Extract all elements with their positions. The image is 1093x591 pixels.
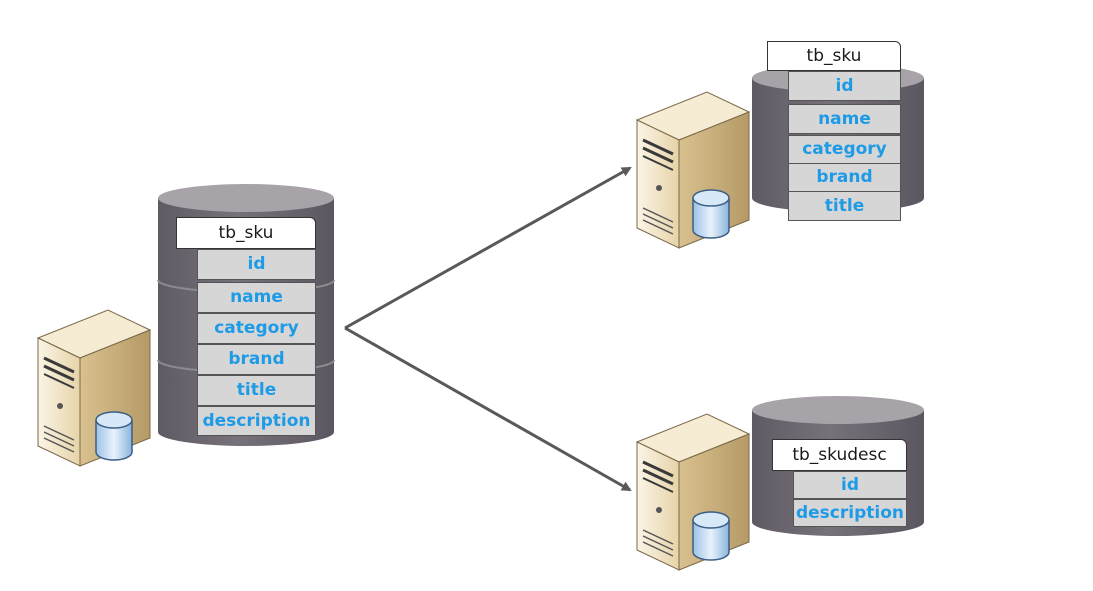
source-server-icon	[36, 308, 152, 468]
source-field-id: id	[197, 249, 316, 280]
bottom-target-database-icon	[692, 511, 730, 561]
top-target-field-id: id	[788, 71, 901, 101]
top-target-field-brand: brand	[788, 163, 901, 192]
top-target-database-icon	[692, 189, 730, 239]
source-table-name: tb_sku	[176, 217, 316, 249]
top-target-table-name: tb_sku	[767, 41, 901, 71]
source-field-title: title	[197, 375, 316, 406]
source-field-brand: brand	[197, 344, 316, 375]
top-target-field-title: title	[788, 191, 901, 221]
source-field-description: description	[197, 406, 316, 436]
source-database-icon	[95, 411, 133, 461]
source-field-category: category	[197, 313, 316, 344]
bottom-target-table-name: tb_skudesc	[772, 439, 907, 471]
arrows	[344, 166, 632, 492]
top-target-server-icon	[635, 90, 751, 250]
arrow-to-bottom-server	[344, 326, 632, 492]
bottom-target-field-id: id	[793, 471, 907, 499]
source-field-name: name	[197, 282, 316, 313]
bottom-target-field-description: description	[793, 499, 907, 527]
top-target-field-name: name	[788, 104, 901, 134]
bottom-target-server-icon	[635, 412, 751, 572]
arrow-to-top-server	[344, 166, 632, 330]
top-target-field-category: category	[788, 135, 901, 164]
